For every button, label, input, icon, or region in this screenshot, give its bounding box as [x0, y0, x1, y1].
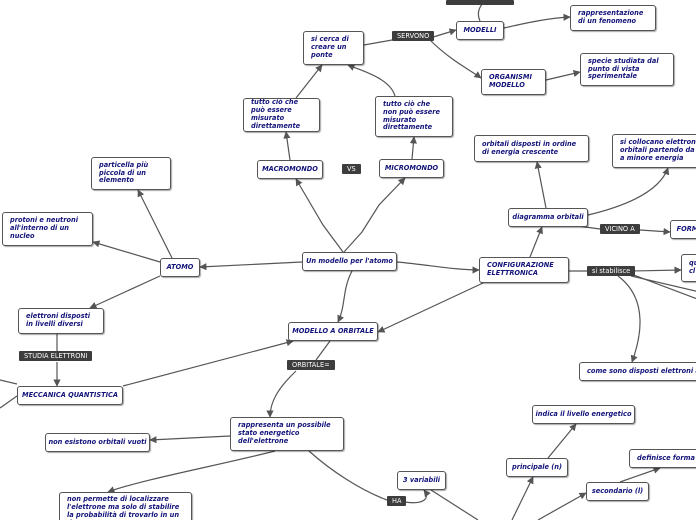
- edge-secondario-to-definisce: [619, 466, 661, 483]
- node-diagramma-orbitali[interactable]: diagramma orbitali: [508, 208, 588, 227]
- node-un-modello-per-l-atomo[interactable]: Un modello per l'atomo: [302, 252, 397, 271]
- node-non-permette-di-localizzare[interactable]: non permette di localizzare l'elettrone …: [59, 492, 192, 520]
- node-atomo[interactable]: ATOMO: [160, 258, 200, 277]
- link-label-servono[interactable]: SERVONO: [392, 31, 435, 41]
- edge-micromondo-to-un-modello: [343, 177, 406, 253]
- link-label-top-partial[interactable]: [446, 0, 514, 5]
- node-come-sono-disposti-elettroni[interactable]: come sono disposti elettroni all'interno: [579, 362, 696, 381]
- node-micromondo[interactable]: MICROMONDO: [379, 159, 444, 178]
- edge-meccanica-left-2: [0, 379, 18, 385]
- edge-un-modello-to-configurazione: [396, 261, 480, 274]
- edge-si-cerca-to-servono: [363, 39, 393, 46]
- node-secondario-l[interactable]: secondario (l): [586, 482, 649, 501]
- edge-vicino-a-to-forma: [639, 227, 671, 236]
- edge-servono-to-modelli: [429, 28, 457, 39]
- node-definisce-forma[interactable]: definisce forma e: [629, 449, 696, 468]
- edge-servono-to-organismi: [429, 39, 482, 79]
- edge-un-modello-to-atomo: [199, 261, 303, 271]
- node-macromondo[interactable]: MACROMONDO: [257, 160, 323, 179]
- node-principale-n[interactable]: principale (n): [506, 458, 568, 477]
- edge-organismi-to-specie: [545, 69, 581, 81]
- node-modello-a-orbitale[interactable]: MODELLO A ORBITALE: [288, 322, 378, 341]
- node-tutto-cio-che-puo-essere-misurato[interactable]: tutto ciò che può essere misurato dirett…: [243, 98, 320, 132]
- node-specie-studiata[interactable]: specie studiata dal punto di vista speri…: [580, 53, 674, 86]
- edge-meccanica-left: [0, 395, 18, 409]
- edge-diagramma-to-si-collocano: [587, 167, 670, 216]
- link-label-vicino-a[interactable]: VICINO A: [600, 224, 640, 234]
- edge-3-variabili-to-bottom: [430, 489, 479, 520]
- node-indica-il-livello-energetico[interactable]: indica il livello energetico: [532, 405, 635, 424]
- link-label-ha[interactable]: HA: [387, 496, 407, 506]
- node-elettroni-disposti-in-livelli[interactable]: elettroni disposti in livelli diversi: [18, 308, 104, 334]
- node-configurazione-elettronica[interactable]: CONFIGURAZIONE ELETTRONICA: [479, 257, 569, 283]
- edge-micromondo-to-tutto-non: [409, 136, 417, 160]
- node-si-collocano-elettroni[interactable]: si collocano elettroni negli orbitali pa…: [612, 134, 696, 168]
- edge-atomo-to-particella: [137, 189, 173, 259]
- edge-configurazione-to-diagramma: [529, 226, 543, 258]
- link-label-studia-elettroni[interactable]: STUDIA ELETTRONI: [19, 351, 93, 361]
- node-particella-piu-piccola[interactable]: particella più piccola di un elemento: [91, 157, 171, 190]
- edge-si-stabilisce-to-qu-cl: [630, 266, 682, 274]
- edge-un-modello-to-modello-orbitale: [337, 270, 353, 323]
- node-orbitali-disposti-in-ordine[interactable]: orbitali disposti in ordine di energia c…: [474, 135, 589, 162]
- link-label-vs[interactable]: VS: [342, 164, 361, 174]
- link-label-si-stabilisce[interactable]: si stabilisce: [587, 266, 636, 276]
- edge-diagramma-to-orbitali-disposti: [534, 161, 547, 209]
- link-label-orbitale[interactable]: ORBITALE=: [287, 360, 335, 370]
- edge-rappresenta-to-non-esistono: [149, 435, 231, 444]
- node-non-esistono-orbitali-vuoti[interactable]: non esistono orbitali vuoti: [45, 433, 150, 452]
- edge-ha-to-3-variabili: [403, 489, 431, 504]
- edge-atomo-to-elettroni-livelli: [89, 275, 161, 309]
- edge-macromondo-to-tutto-misurato: [283, 131, 291, 161]
- node-rappresentazione-di-un-fenomeno[interactable]: rappresentazione di un fenomeno: [570, 5, 656, 31]
- edge-configurazione-to-modello-orbitale: [377, 282, 484, 333]
- edge-meccanica-to-modello-orbitale: [122, 339, 294, 387]
- node-tutto-cio-che-non-puo-essere-misurato[interactable]: tutto ciò che non può essere misurato di…: [375, 96, 453, 137]
- edge-rappresenta-to-non-permette: [107, 450, 276, 494]
- node-qu-cl-partial[interactable]: qu cl: [681, 254, 696, 282]
- edge-un-modello-to-macromondo: [295, 178, 344, 253]
- edge-principale-to-indica: [547, 423, 577, 459]
- node-3-variabili[interactable]: 3 variabili: [397, 471, 446, 490]
- edge-modelli-to-rappresentazione: [503, 13, 571, 29]
- edge-si-stabilisce-to-come-sono: [617, 275, 641, 363]
- edge-si-stabilisce-right-2: [630, 275, 696, 292]
- node-organismi-modello[interactable]: ORGANISMI MODELLO: [481, 69, 546, 95]
- edge-bottom-to-secondario: [537, 492, 587, 520]
- edge-orbitale-label-to-rappresenta: [266, 370, 297, 418]
- node-rappresenta-un-possibile-stato[interactable]: rappresenta un possibile stato energetic…: [230, 417, 344, 451]
- node-protoni-e-neutroni[interactable]: protoni e neutroni all'interno di un nuc…: [2, 212, 93, 246]
- edge-tutto-misurato-to-si-cerca: [295, 64, 323, 99]
- edge-tutto-non-to-si-cerca: [347, 64, 396, 97]
- node-modelli[interactable]: MODELLI: [456, 21, 504, 40]
- node-forma[interactable]: FORMA: [670, 220, 696, 239]
- edge-rappresenta-to-ha: [308, 450, 388, 501]
- edge-modello-orbitale-to-orbitale-label: [315, 340, 331, 361]
- edge-atomo-to-protoni: [92, 240, 161, 263]
- node-si-cerca-di-creare-un-ponte[interactable]: si cerca di creare un ponte: [303, 31, 364, 65]
- edge-bottom-to-principale: [511, 476, 534, 520]
- node-meccanica-quantistica[interactable]: MECCANICA QUANTISTICA: [17, 386, 123, 405]
